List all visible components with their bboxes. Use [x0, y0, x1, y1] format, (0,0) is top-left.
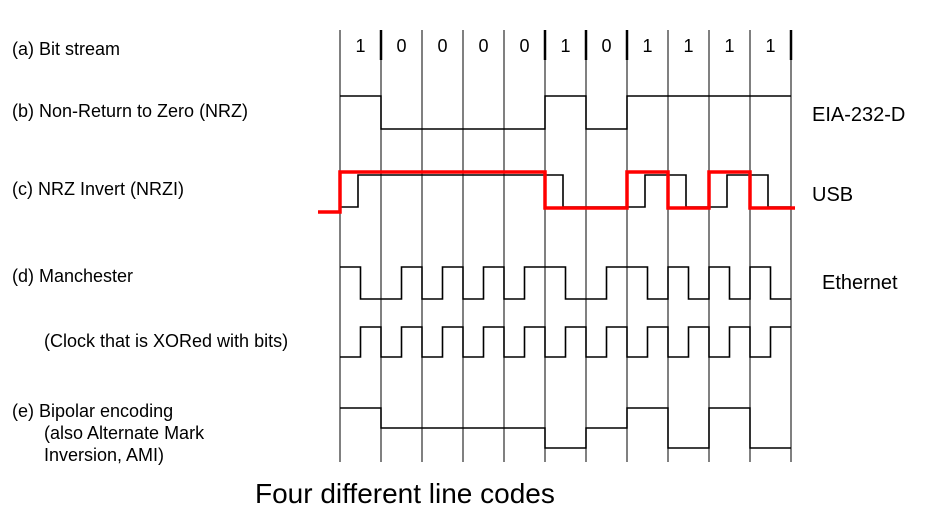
nrzi-waveform	[340, 174, 791, 208]
label-bit-stream: (a) Bit stream	[12, 39, 121, 59]
bit-value: 1	[355, 36, 366, 56]
bit-value: 1	[642, 36, 653, 56]
nrz-waveform	[340, 95, 791, 130]
bit-value: 0	[437, 36, 448, 56]
bit-value: 1	[683, 36, 694, 56]
bit-value: 0	[396, 36, 407, 56]
protocol-ethernet: Ethernet	[822, 272, 898, 294]
nrzi-highlight-waveform	[318, 170, 795, 214]
label-bipolar-line-2: (also Alternate Mark	[44, 423, 205, 443]
label-nrzi: (c) NRZ Invert (NRZI)	[12, 179, 184, 199]
bipolar-waveform	[340, 407, 791, 449]
bit-value: 0	[478, 36, 489, 56]
protocol-eia232d: EIA-232-D	[812, 104, 906, 126]
label-bipolar-line-1: (e) Bipolar encoding	[12, 401, 174, 421]
protocol-usb: USB	[812, 184, 854, 206]
diagram-caption: Four different line codes	[255, 478, 555, 509]
label-bipolar-line-3: Inversion, AMI)	[44, 445, 165, 465]
label-bipolar: (e) Bipolar encoding (also Alternate Mar…	[12, 400, 204, 466]
manchester-waveform	[340, 266, 791, 300]
bit-value: 0	[519, 36, 530, 56]
bit-value: 1	[765, 36, 776, 56]
bit-value: 1	[724, 36, 735, 56]
label-nrz: (b) Non-Return to Zero (NRZ)	[12, 101, 249, 121]
bit-value: 0	[601, 36, 612, 56]
label-manchester: (d) Manchester	[12, 266, 134, 286]
label-clock: (Clock that is XORed with bits)	[44, 331, 289, 351]
clock-waveform	[340, 326, 791, 358]
bit-value: 1	[560, 36, 571, 56]
